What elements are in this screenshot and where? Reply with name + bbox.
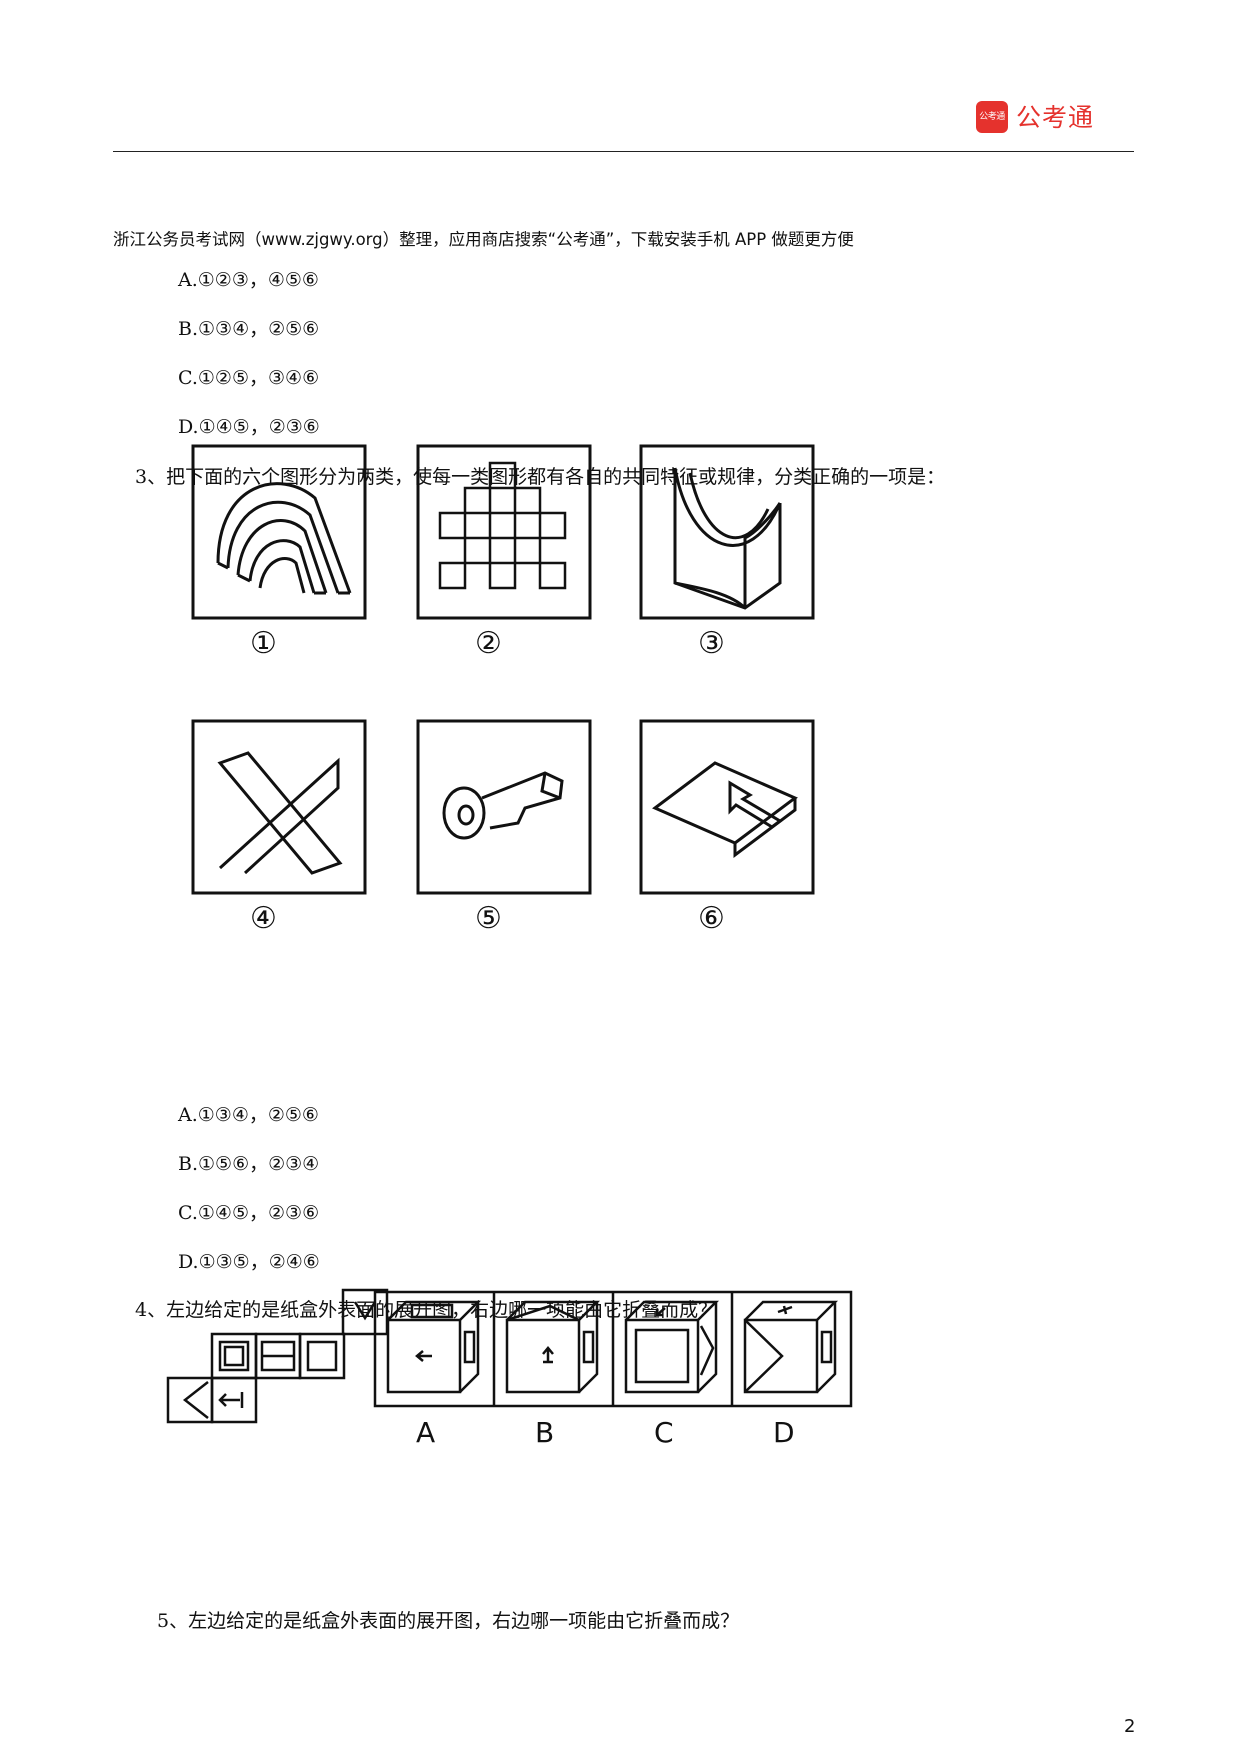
logo-text: 公考通 (1016, 103, 1095, 132)
figure-6-frame (639, 719, 815, 895)
figure-5-key-icon (442, 771, 564, 840)
choice-d-cube-icon (743, 1300, 839, 1394)
q2-option-d[interactable]: D.①④⑤，②③⑥ (178, 416, 320, 438)
figure-1-frame (191, 444, 367, 620)
q3-question: 3、把下面的六个图形分为两类，使每一类图形都有各自的共同特征或规律，分类正确的一… (135, 466, 946, 488)
figure-6-diamond-arrow-icon (652, 761, 798, 858)
q3-option-b[interactable]: B.①⑤⑥，②③④ (178, 1153, 320, 1175)
figure-5-label: ⑤ (475, 901, 502, 936)
q3-figure-grid: ① ② ③ ④ ⑤ ⑥ (190, 443, 825, 963)
q3-option-d[interactable]: D.①③⑤，②④⑥ (178, 1251, 320, 1273)
choice-c-label[interactable]: C (654, 1416, 674, 1449)
choice-b-label[interactable]: B (535, 1416, 555, 1449)
q4-figure-svg (166, 1288, 853, 1424)
q4-net-icon (166, 1288, 389, 1424)
figure-1-label: ① (250, 626, 277, 661)
header-divider (113, 151, 1134, 152)
source-note: 浙江公务员考试网（www.zjgwy.org）整理，应用商店搜索“公考通”，下载… (113, 230, 854, 249)
figure-1-arcs-icon (216, 482, 352, 595)
q3-figures-svg (191, 444, 815, 895)
figure-4-cross-icon (217, 751, 343, 875)
figure-6-label: ⑥ (698, 901, 725, 936)
figure-5-frame (416, 719, 592, 895)
choice-a-cube-icon (386, 1300, 482, 1394)
figure-3-label: ③ (698, 626, 725, 661)
figure-4-label: ④ (250, 901, 277, 936)
q2-option-a[interactable]: A.①②③，④⑤⑥ (178, 269, 319, 291)
q3-option-a[interactable]: A.①③④，②⑤⑥ (178, 1104, 319, 1126)
page-number: 2 (1124, 1716, 1136, 1737)
figure-2-grid-icon (438, 461, 567, 590)
figure-3-curved-solid-icon (673, 467, 782, 610)
logo-icon: 公考通 (976, 101, 1008, 133)
q4-figure: A B C D (160, 1288, 860, 1460)
q2-option-b[interactable]: B.①③④，②⑤⑥ (178, 318, 320, 340)
q3-option-c[interactable]: C.①④⑤，②③⑥ (178, 1202, 320, 1224)
q2-option-c[interactable]: C.①②⑤，③④⑥ (178, 367, 320, 389)
choice-a-label[interactable]: A (416, 1416, 436, 1449)
figure-4-frame (191, 719, 367, 895)
q5-question: 5、左边给定的是纸盒外表面的展开图，右边哪一项能由它折叠而成？ (157, 1610, 740, 1632)
figure-2-label: ② (475, 626, 502, 661)
choice-b-cube-icon (505, 1300, 601, 1394)
figure-2-frame (416, 444, 592, 620)
choice-c-cube-icon (624, 1300, 720, 1394)
choice-d-label[interactable]: D (773, 1416, 795, 1449)
figure-3-frame (639, 444, 815, 620)
q4-question: 4、左边给定的是纸盒外表面的展开图，右边哪一项能由它折叠而成？ (135, 1299, 718, 1321)
